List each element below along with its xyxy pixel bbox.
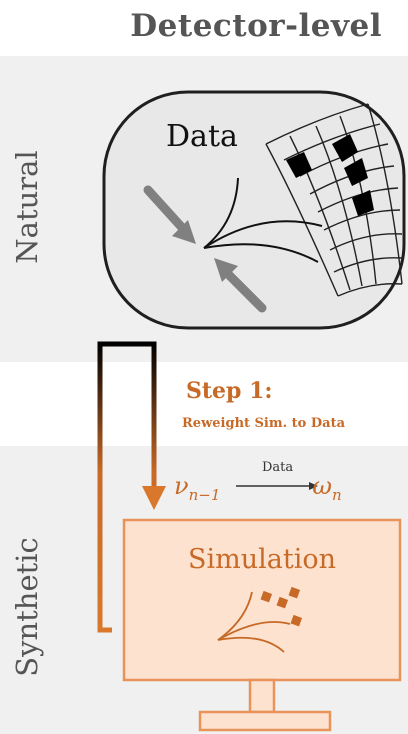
- formula-nu-subscript: n−1: [188, 486, 221, 504]
- formula-omega-subscript: n: [331, 486, 342, 504]
- sim-hit: [260, 590, 273, 603]
- beam-arrows: [143, 185, 267, 313]
- data-label: Data: [166, 119, 238, 154]
- monitor-neck: [248, 678, 276, 714]
- monitor-stand: [198, 710, 332, 732]
- page-title: Detector-level: [130, 8, 382, 44]
- formula-omega: ω: [312, 472, 332, 500]
- beam-arrow-head: [214, 258, 238, 282]
- hit-cell: [332, 134, 358, 162]
- monitor-screen: [122, 518, 402, 682]
- formula-arrow-head: [309, 482, 318, 490]
- particle-tracks: [203, 177, 323, 263]
- simulation-hits: [260, 586, 303, 627]
- synthetic-side-label: Synthetic: [10, 537, 44, 677]
- simulation-tracks: [217, 591, 291, 653]
- calorimeter-hits: [286, 134, 374, 216]
- simulation-label: Simulation: [188, 544, 336, 575]
- sim-hit: [276, 596, 289, 609]
- loop-arrow-head: [142, 486, 166, 510]
- sim-hit: [290, 614, 303, 627]
- formula-nu: ν: [174, 472, 189, 500]
- detector-blob: [102, 90, 406, 330]
- simulation-monitor: [122, 518, 402, 732]
- step-description: Reweight Sim. to Data: [182, 416, 346, 431]
- hit-cell: [344, 158, 368, 186]
- beam-arrow-head: [172, 220, 196, 244]
- formula-arrow-label: Data: [262, 460, 294, 475]
- loop-arrow: [97, 341, 157, 633]
- sim-hit: [288, 586, 301, 599]
- hit-cell: [286, 152, 312, 178]
- step-title: Step 1:: [186, 378, 273, 404]
- natural-side-label: Natural: [10, 150, 44, 264]
- hit-cell: [352, 190, 374, 216]
- reweight-formula: νn−1 ωn: [174, 472, 342, 504]
